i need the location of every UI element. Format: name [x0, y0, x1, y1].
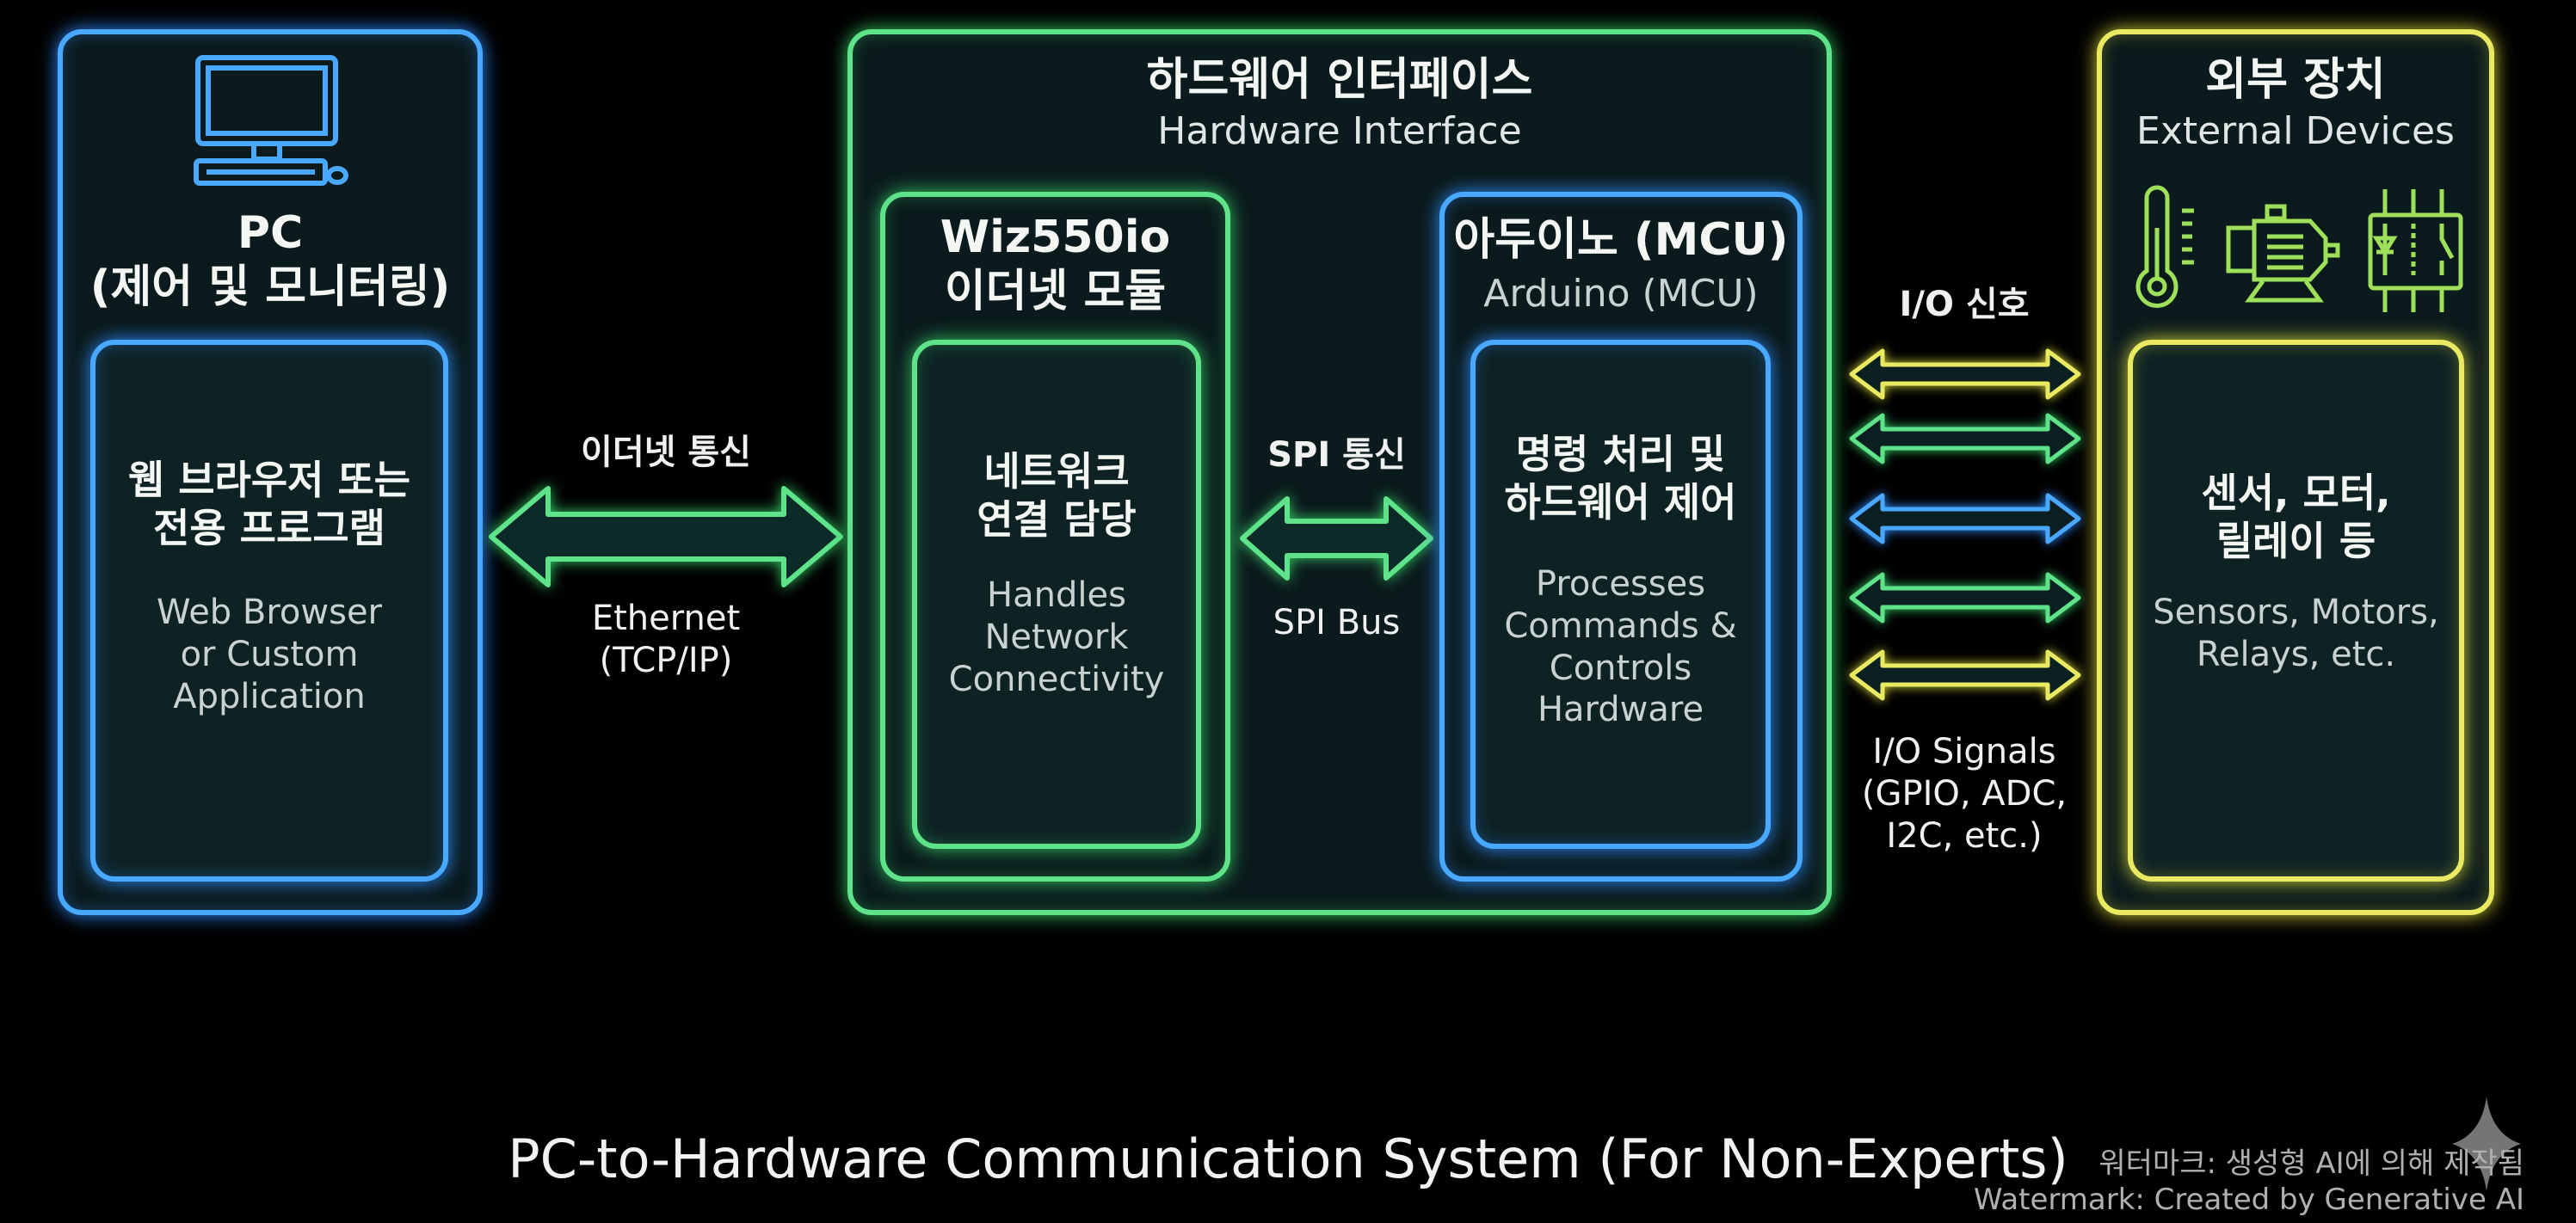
computer-icon	[194, 55, 348, 186]
io-signal-arrows	[1849, 348, 2081, 701]
pc-inner-box	[90, 340, 448, 882]
external-devices-title: 외부 장치	[2205, 54, 2386, 106]
io-arrow-4	[1849, 572, 2081, 624]
arduino-subtitle: Arduino (MCU)	[1483, 272, 1759, 316]
wiz550io-description-en: Handles Network Connectivity	[948, 575, 1165, 699]
wiz550io-description-kr: 네트워크 연결 담당	[977, 448, 1137, 544]
external-devices-inner-box	[2128, 340, 2464, 882]
arduino-description-kr: 명령 처리 및 하드웨어 제어	[1504, 431, 1737, 526]
spi-label-kr: SPI 통신	[1267, 435, 1406, 475]
external-devices-subtitle: External Devices	[2136, 109, 2455, 153]
io-label-kr: I/O 신호	[1899, 285, 2030, 324]
motor-icon	[2226, 204, 2340, 303]
arduino-inner-box	[1470, 340, 1771, 849]
watermark-en: Watermark: Created by Generative AI	[1973, 1183, 2524, 1217]
relay-icon	[2368, 189, 2463, 312]
io-label-en: I/O Signals (GPIO, ADC, I2C, etc.)	[1861, 732, 2068, 856]
pc-title: PC (제어 및 모니터링)	[89, 207, 451, 314]
spi-label-en: SPI Bus	[1273, 603, 1401, 642]
arduino-description-en: Processes Commands & Controls Hardware	[1504, 564, 1737, 730]
spi-arrow	[1240, 496, 1433, 581]
pc-description-kr: 웹 브라우저 또는 전용 프로그램	[127, 457, 411, 552]
watermark-kr: 워터마크: 생성형 AI에 의해 제작됨	[2098, 1146, 2524, 1181]
io-arrow-5	[1849, 649, 2081, 701]
pc-description-en: Web Browser or Custom Application	[156, 593, 382, 716]
external-devices-description-en: Sensors, Motors, Relays, etc.	[2153, 593, 2439, 674]
thermometer-icon	[2135, 185, 2194, 308]
external-devices-description-kr: 센서, 모터, 릴레이 등	[2201, 470, 2391, 565]
ethernet-label-en: Ethernet (TCP/IP)	[591, 599, 741, 680]
hardware-interface-title: 하드웨어 인터페이스	[1146, 54, 1533, 106]
io-arrow-1	[1849, 348, 2081, 400]
wiz550io-inner-box	[912, 340, 1201, 849]
diagram-title: PC-to-Hardware Communication System (For…	[508, 1128, 2068, 1190]
hardware-interface-subtitle: Hardware Interface	[1157, 109, 1522, 153]
arduino-title: 아두이노 (MCU)	[1453, 214, 1789, 266]
wiz550io-title: Wiz550io 이더넷 모듈	[940, 212, 1171, 318]
ethernet-label-kr: 이더넷 통신	[581, 433, 751, 472]
io-arrow-2	[1849, 413, 2081, 464]
sparkle-icon	[2452, 1097, 2521, 1191]
ethernet-arrow	[489, 486, 843, 587]
io-arrow-3	[1849, 493, 2081, 544]
